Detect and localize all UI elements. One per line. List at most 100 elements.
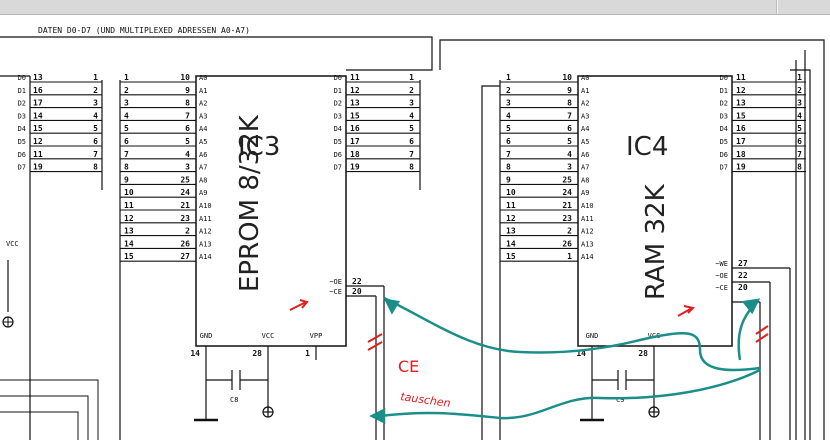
ic4-addr-signal: A0 — [581, 74, 589, 82]
ic4-addr-bus-number: 9 — [506, 175, 511, 184]
ic4-data-signal: D0 — [720, 74, 728, 82]
ic4-addr-bus-number: 8 — [506, 163, 511, 172]
ic4-data-signal: D2 — [720, 100, 728, 108]
ic3-addr-pin: 25 — [180, 175, 190, 184]
ic3-addr-bus-number: 12 — [124, 214, 134, 223]
ic4-addr-pin: 5 — [567, 137, 572, 146]
ic3-addr-signal: A10 — [199, 202, 212, 210]
ic4-addr-bus-number: 3 — [506, 99, 511, 108]
ic3-data-signal: D2 — [334, 100, 342, 108]
left-data-pin: 19 — [33, 163, 43, 172]
ic3-addr-pin: 4 — [185, 150, 190, 159]
swap-curve-1 — [383, 296, 761, 372]
ic3-addr-bus-number: 2 — [124, 86, 129, 95]
ic4-power — [580, 346, 660, 422]
ic4-addr-bus-number: 15 — [506, 252, 516, 261]
ic3-data-pin: 16 — [350, 124, 360, 133]
ic4-data-pin: 16 — [736, 124, 746, 133]
ic4-addr-bus-number: 10 — [506, 188, 516, 197]
ic3-addr-bus-number: 10 — [124, 188, 134, 197]
bus-outline — [0, 36, 825, 440]
ic4-addr-signal: A11 — [581, 215, 594, 223]
ic4-bottom-pin: 28 — [638, 349, 648, 358]
ic4-addr-bus-number: 4 — [506, 111, 511, 120]
ic4-data-bus-number: 8 — [797, 163, 802, 172]
ic3-body — [195, 75, 347, 347]
ic3-addr-signal: A0 — [199, 74, 207, 82]
ic4-capacitor-label: C9 — [616, 396, 624, 404]
ic3-addr-bus-number: 3 — [124, 99, 129, 108]
ic3-addr-signal: A13 — [199, 240, 212, 248]
ic4-addr-pin: 4 — [567, 150, 572, 159]
ic3-addr-signal: A3 — [199, 112, 207, 120]
ic3-addr-pin: 10 — [180, 73, 190, 82]
ce-annotation: CE — [398, 357, 419, 376]
ic4-addr-pin: 7 — [567, 111, 572, 120]
ic4-data-bus-number: 6 — [797, 137, 802, 146]
ic3-data-signal: D4 — [334, 125, 342, 133]
ic3-power — [194, 346, 317, 422]
ic3-type: EPROM 8/32K — [235, 114, 265, 292]
left-data-bus-number: 7 — [93, 150, 98, 159]
ic3-addr-signal: A12 — [199, 228, 212, 236]
swap-curves — [369, 296, 761, 425]
ic3-data-bus-number: 7 — [409, 150, 414, 159]
ic4-data-bus-number: 4 — [797, 111, 802, 120]
ic3-addr-pin: 23 — [180, 214, 190, 223]
ic3-addr-pin: 3 — [185, 163, 190, 172]
left-data-signal: D1 — [18, 87, 26, 95]
left-data-pin: 17 — [33, 99, 43, 108]
ic3-bottom-signal: GND — [200, 332, 213, 340]
swap-arrowhead-right — [741, 298, 761, 315]
ic3-addr-bus-number: 11 — [124, 201, 134, 210]
ic4-addr-pin: 26 — [562, 239, 572, 248]
ic3-addr-signal: A4 — [199, 125, 207, 133]
ic3-capacitor-label: C8 — [230, 396, 238, 404]
ic3-addr-signal: A5 — [199, 138, 207, 146]
ic4-addr-pin: 1 — [567, 252, 572, 261]
ic4-name: IC4 — [626, 132, 668, 162]
ic4-addr-bus-number: 13 — [506, 227, 516, 236]
ic4-body — [577, 75, 733, 347]
left-ic-vcc-label: VCC — [6, 240, 19, 248]
left-data-pin: 11 — [33, 150, 43, 159]
ic4-data-signal: D1 — [720, 87, 728, 95]
ic3-data-bus-number: 4 — [409, 111, 414, 120]
ic4-ctrl-pin: 27 — [738, 259, 748, 268]
ic4-addr-bus-number: 1 — [506, 73, 511, 82]
ic4-addr-pin: 6 — [567, 124, 572, 133]
ic4-bottom-signal: GND — [586, 332, 599, 340]
ic4-data-signal: D4 — [720, 125, 728, 133]
ic4-ctrl-signal: ~CE — [715, 284, 728, 292]
ic4-data-bus-number: 2 — [797, 86, 802, 95]
ic4-addr-bus-number: 11 — [506, 201, 516, 210]
ic4-addr-bus-number: 5 — [506, 124, 511, 133]
ic4-data-bus-number: 7 — [797, 150, 802, 159]
left-data-bus-number: 3 — [93, 99, 98, 108]
ic3-data-pin: 12 — [350, 86, 360, 95]
ic4-addr-signal: A1 — [581, 87, 589, 95]
ic3-addr-pin: 21 — [180, 201, 190, 210]
ic4-addr-pin: 21 — [562, 201, 572, 210]
ic3-data-signal: D3 — [334, 112, 342, 120]
red-marks — [289, 299, 769, 351]
ic3-addr-bus-number: 4 — [124, 111, 129, 120]
window-title-bar — [0, 0, 830, 15]
ic4-addr-signal: A12 — [581, 228, 594, 236]
ic3-addr-signal: A2 — [199, 100, 207, 108]
ic4-addr-bus-number: 6 — [506, 137, 511, 146]
ic4-data-pin: 11 — [736, 73, 746, 82]
ic4-addr-signal: A13 — [581, 240, 594, 248]
ic4-data-signal: D7 — [720, 164, 728, 172]
swap-curve-3 — [737, 304, 755, 361]
left-data-bus-number: 4 — [93, 111, 98, 120]
ic3-addr-pin: 27 — [180, 252, 190, 261]
left-data-pin: 13 — [33, 73, 43, 82]
ic4-ctrl-pin: 22 — [738, 271, 748, 280]
ic4-addr-pin: 8 — [567, 99, 572, 108]
ic4-type: RAM 32K — [641, 183, 671, 300]
ic3-addr-signal: A7 — [199, 164, 207, 172]
left-data-pin: 14 — [33, 111, 43, 120]
ic3-data-signal: D7 — [334, 164, 342, 172]
